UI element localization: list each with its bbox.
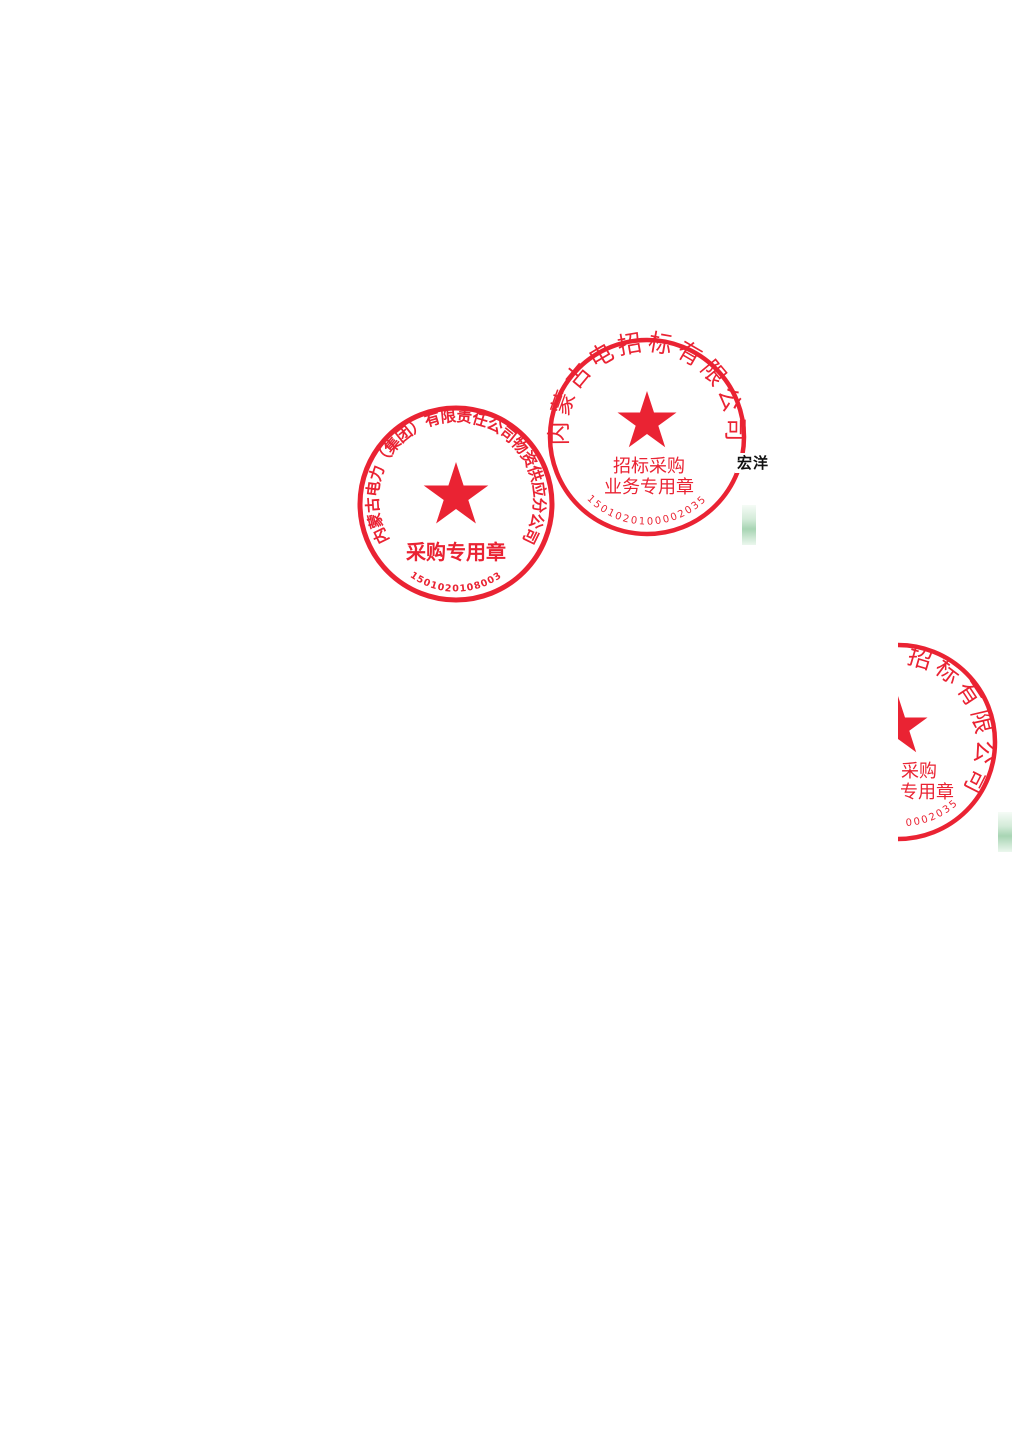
seal-outer-ring (357, 405, 555, 603)
bidding-seal-partial-graphic: 招标有限公司 采购 专用章 0002035 (898, 642, 998, 842)
star-icon (898, 696, 928, 753)
signature-name: 宏洋 (735, 453, 772, 473)
purchasing-seal-graphic: 内蒙古电力（集团）有限责任公司物资供应分公司 采购专用章 15010201080… (357, 405, 555, 603)
seal-center-line-1: 采购 (901, 761, 937, 782)
star-icon (617, 391, 677, 448)
seal-center-line-2: 专用章 (900, 782, 954, 803)
seal-center-line-2: 业务专用章 (604, 477, 694, 498)
seal-center-text: 采购专用章 (406, 540, 506, 564)
bidding-seal-graphic: 内蒙古电招标有限公司 招标采购 业务专用章 1501020100002035 (545, 328, 747, 537)
signature-mark (998, 812, 1012, 852)
bidding-seal-partial: 招标有限公司 采购 专用章 0002035 (898, 640, 1012, 844)
star-icon (423, 462, 489, 524)
svg-text:1501020108003: 1501020108003 (408, 570, 504, 595)
seal-number: 1501020108003 (408, 570, 503, 595)
seal-outer-ring (547, 337, 747, 537)
signature-mark (742, 505, 756, 545)
bidding-seal: 内蒙古电招标有限公司 招标采购 业务专用章 1501020100002035 (545, 328, 749, 539)
purchasing-seal: 内蒙古电力（集团）有限责任公司物资供应分公司 采购专用章 15010201080… (356, 404, 556, 604)
seal-outer-ring (898, 642, 998, 842)
seal-center-line-1: 招标采购 (613, 456, 685, 477)
